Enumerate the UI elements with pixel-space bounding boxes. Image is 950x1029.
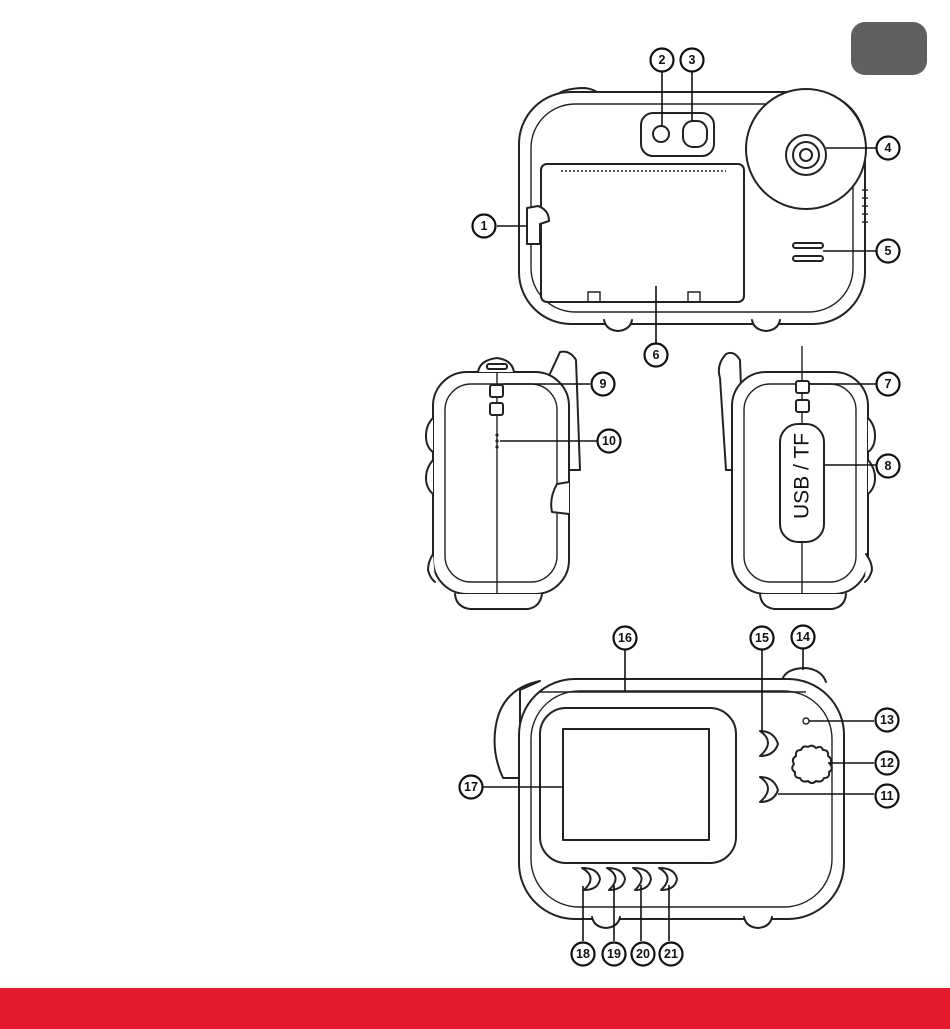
callout-6: 6: [645, 344, 668, 367]
callout-15: 15: [751, 627, 774, 650]
svg-text:5: 5: [885, 244, 892, 258]
svg-text:17: 17: [464, 780, 478, 794]
svg-text:16: 16: [618, 631, 632, 645]
svg-text:6: 6: [653, 348, 660, 362]
svg-text:10: 10: [602, 434, 616, 448]
left-side-view: [426, 352, 580, 609]
callout-21: 21: [660, 943, 683, 966]
svg-text:9: 9: [600, 377, 607, 391]
callout-10: 10: [598, 430, 621, 453]
callout-1: 1: [473, 215, 496, 238]
callout-20: 20: [632, 943, 655, 966]
callout-12: 12: [876, 752, 899, 775]
callout-17: 17: [460, 776, 483, 799]
callout-18: 18: [572, 943, 595, 966]
callout-4: 4: [877, 137, 900, 160]
callout-2: 2: [651, 49, 674, 72]
callout-9: 9: [592, 373, 615, 396]
svg-text:14: 14: [796, 630, 810, 644]
svg-text:8: 8: [885, 459, 892, 473]
svg-text:13: 13: [880, 713, 894, 727]
svg-text:2: 2: [659, 53, 666, 67]
callout-8: 8: [877, 455, 900, 478]
callout-14: 14: [792, 626, 815, 649]
back-view: [519, 88, 868, 331]
svg-text:20: 20: [636, 947, 650, 961]
right-side-view: USB / TF: [719, 346, 875, 609]
callout-5: 5: [877, 240, 900, 263]
port-label: USB / TF: [791, 433, 814, 519]
svg-text:7: 7: [885, 377, 892, 391]
svg-text:12: 12: [880, 756, 894, 770]
footer-band: [0, 988, 950, 1029]
svg-text:4: 4: [885, 141, 892, 155]
callout-7: 7: [877, 373, 900, 396]
callout-19: 19: [603, 943, 626, 966]
callout-13: 13: [876, 709, 899, 732]
callout-16: 16: [614, 627, 637, 650]
callout-3: 3: [681, 49, 704, 72]
svg-text:15: 15: [755, 631, 769, 645]
svg-text:1: 1: [481, 219, 488, 233]
svg-text:11: 11: [880, 789, 893, 803]
svg-text:19: 19: [607, 947, 621, 961]
callout-11: 11: [876, 785, 899, 808]
svg-text:18: 18: [576, 947, 590, 961]
svg-text:3: 3: [689, 53, 696, 67]
svg-text:21: 21: [664, 947, 678, 961]
